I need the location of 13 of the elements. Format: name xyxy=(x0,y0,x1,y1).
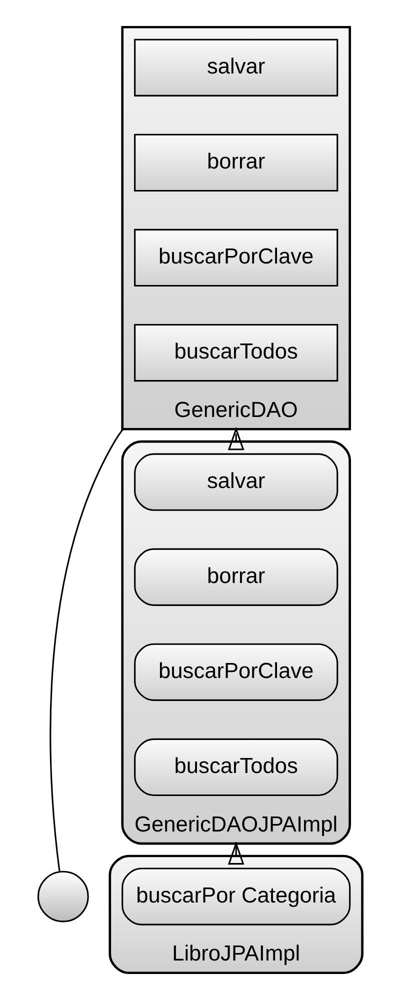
node-box: buscarPorClave xyxy=(134,228,338,287)
node-box: buscarTodos xyxy=(134,324,338,382)
node-box: buscarTodos xyxy=(134,738,338,796)
node-box: buscarPor Categoria xyxy=(122,868,351,926)
node-box: borrar xyxy=(134,134,338,192)
node-box: salvar xyxy=(134,453,338,511)
connector xyxy=(50,428,124,872)
node-circle xyxy=(37,870,89,922)
arrow xyxy=(228,426,244,450)
node-box: salvar xyxy=(134,38,338,96)
arrow xyxy=(228,841,244,865)
node-box: borrar xyxy=(134,548,338,606)
node-box: buscarPorClave xyxy=(134,643,338,701)
